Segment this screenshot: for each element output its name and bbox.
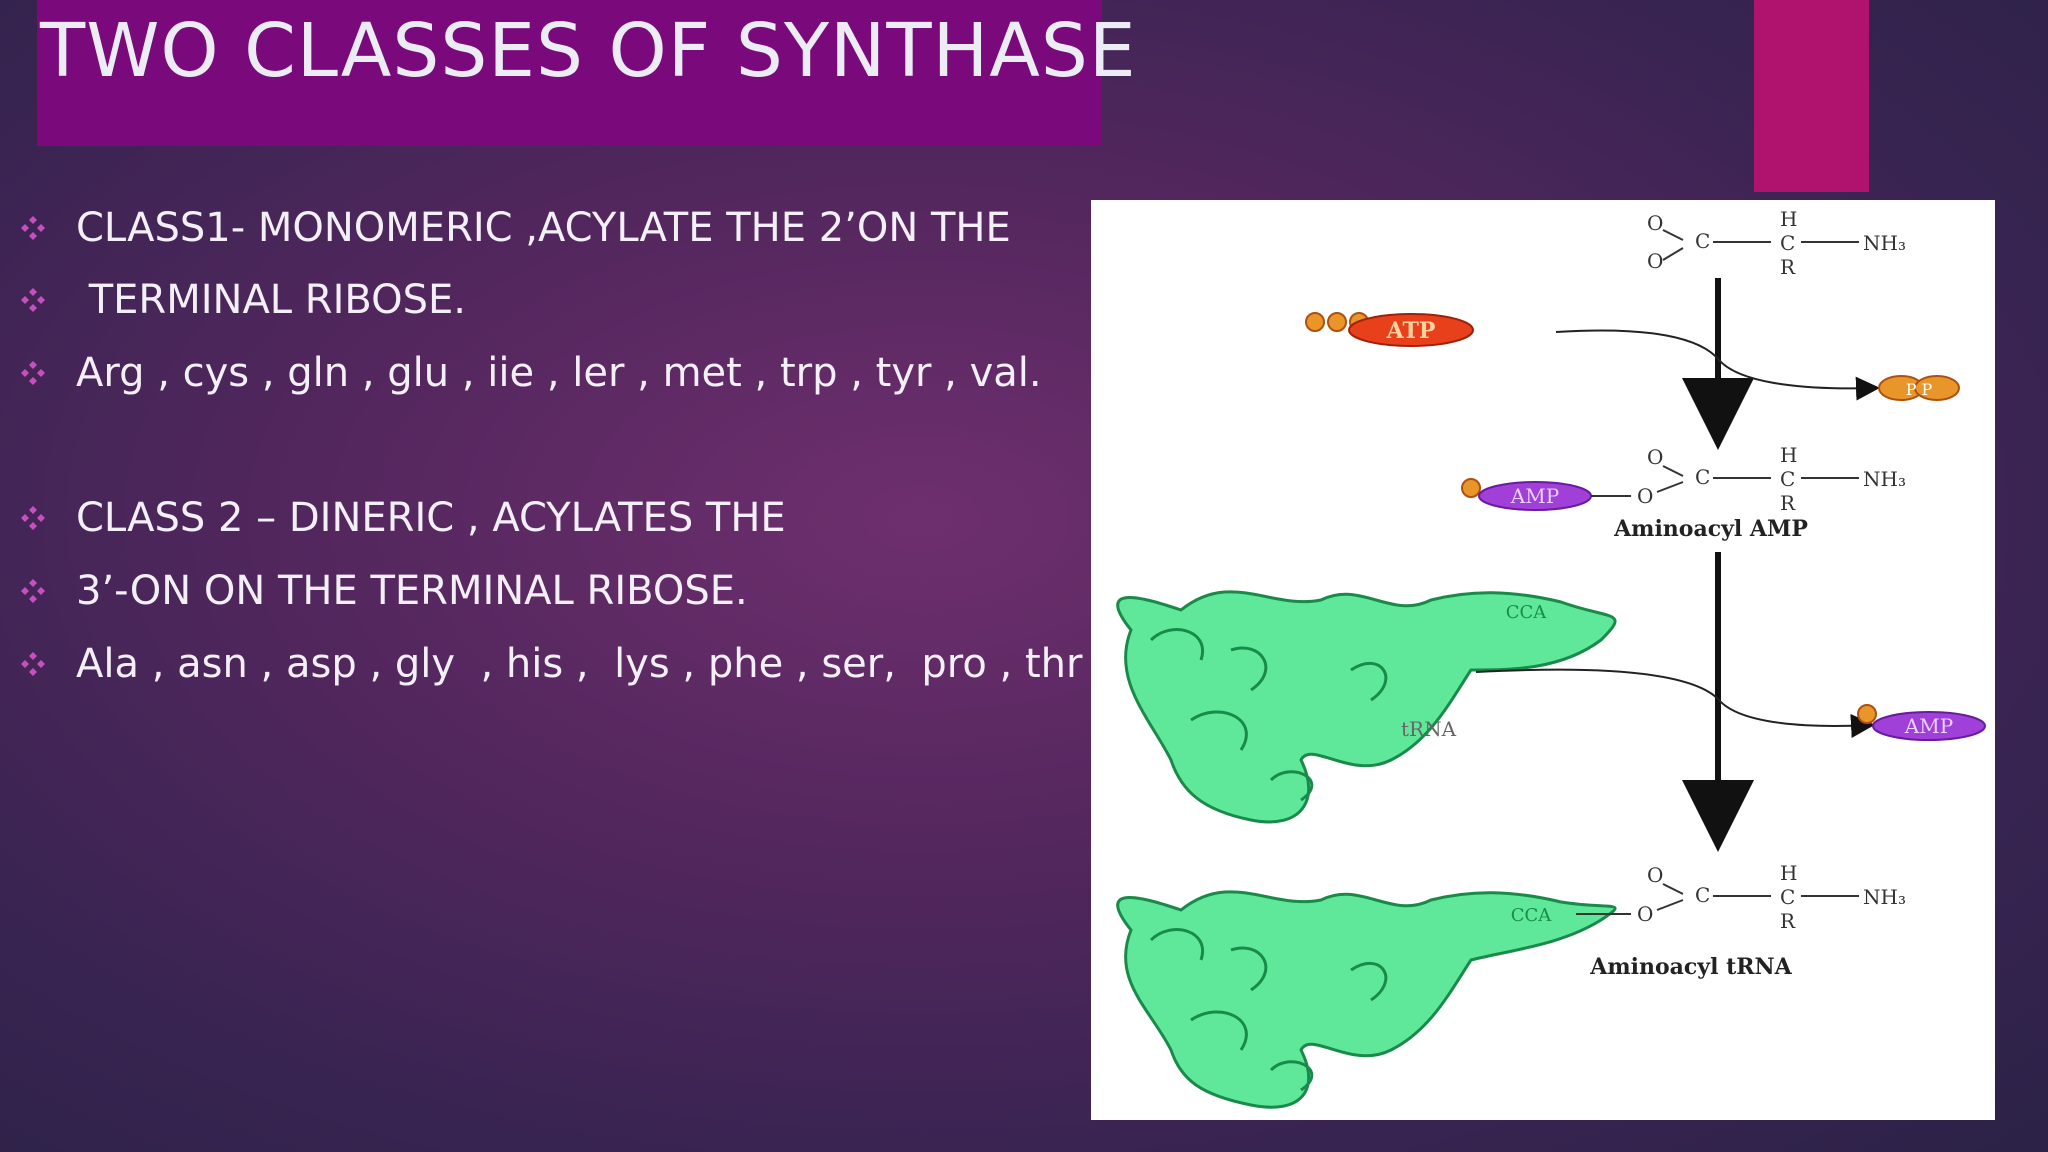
four-diamond-bullet-icon bbox=[18, 213, 48, 243]
pyrophosphate: P P bbox=[1878, 375, 1960, 401]
atp-molecule: ATP bbox=[1305, 312, 1474, 347]
amp-label: AMP bbox=[1510, 484, 1559, 508]
hydrogen-label: H bbox=[1780, 207, 1797, 231]
bullet-text: CLASS 2 – DINERIC , ACYLATES THE bbox=[76, 495, 786, 541]
title-bar bbox=[37, 0, 1102, 146]
bullet-item: 3’-ON ON THE TERMINAL RIBOSE. bbox=[18, 561, 748, 621]
oxygen-label: O bbox=[1647, 445, 1663, 469]
atp-label: ATP bbox=[1386, 318, 1436, 344]
hydrogen-label: H bbox=[1780, 861, 1797, 885]
r-group-label: R bbox=[1780, 909, 1796, 933]
four-diamond-bullet-icon bbox=[18, 358, 48, 388]
oxygen-label: O bbox=[1647, 863, 1663, 887]
cca-label: CCA bbox=[1511, 905, 1553, 926]
bullet-item: Ala , asn , asp , gly , his , lys , phe … bbox=[18, 634, 1108, 694]
trna-label: tRNA bbox=[1401, 717, 1457, 741]
r-group-label: R bbox=[1780, 255, 1796, 279]
amp-release-arrow bbox=[1475, 668, 1875, 738]
amp-released-label: AMP bbox=[1904, 714, 1953, 738]
bullet-text: Arg , cys , gln , glu , iie , ler , met … bbox=[76, 350, 1042, 396]
hydrogen-label: H bbox=[1780, 443, 1797, 467]
aminoacyl-amp: AMP O O C H C R NH₃ Aminoacyl AMP bbox=[1461, 443, 1906, 542]
carbon-label: C bbox=[1780, 885, 1795, 909]
four-diamond-bullet-icon bbox=[18, 285, 48, 315]
amine-label: NH₃ bbox=[1863, 467, 1906, 491]
aminoacyl-trna: CCA bbox=[1116, 890, 1617, 1109]
r-group-label: R bbox=[1780, 491, 1796, 515]
trna-molecule: CCA tRNA bbox=[1116, 590, 1617, 824]
slide-title: TWO CLASSES OF SYNTHASE bbox=[40, 8, 1137, 94]
ppi-label: P P bbox=[1906, 380, 1933, 399]
carbon-label: C bbox=[1780, 231, 1795, 255]
oxygen-label: O bbox=[1647, 211, 1663, 235]
aminoacyl-amp-caption: Aminoacyl AMP bbox=[1613, 516, 1808, 542]
reaction-diagram: O O C H C R NH₃ ATP P P bbox=[1116, 207, 1986, 1109]
aminoacyl-trna-synthesis-figure: O O C H C R NH₃ ATP P P bbox=[1091, 200, 1995, 1120]
carbon-label: C bbox=[1695, 883, 1710, 907]
four-diamond-bullet-icon bbox=[18, 503, 48, 533]
accent-tab bbox=[1754, 0, 1869, 192]
atp-branch-arrow bbox=[1555, 329, 1880, 401]
amino-acid-structure: O O C H C R NH₃ Aminoacyl tRNA bbox=[1576, 861, 1906, 980]
aminoacyl-trna-caption: Aminoacyl tRNA bbox=[1589, 954, 1792, 980]
oxygen-label: O bbox=[1647, 249, 1663, 273]
bullet-item: Arg , cys , gln , glu , iie , ler , met … bbox=[18, 343, 1042, 403]
bullet-text: 3’-ON ON THE TERMINAL RIBOSE. bbox=[76, 568, 748, 614]
bullet-text: TERMINAL RIBOSE. bbox=[76, 277, 466, 323]
carbon-label: C bbox=[1695, 229, 1710, 253]
bullet-item: CLASS1- MONOMERIC ,ACYLATE THE 2’ON THE bbox=[18, 198, 1011, 258]
oxygen-label: O bbox=[1637, 484, 1653, 508]
carbon-label: C bbox=[1695, 465, 1710, 489]
bullet-item: CLASS 2 – DINERIC , ACYLATES THE bbox=[18, 488, 786, 548]
released-amp: AMP bbox=[1857, 704, 1986, 741]
amine-label: NH₃ bbox=[1863, 231, 1906, 255]
amino-acid-structure: O O C H C R NH₃ bbox=[1647, 207, 1906, 279]
bullet-item: TERMINAL RIBOSE. bbox=[18, 270, 466, 330]
four-diamond-bullet-icon bbox=[18, 576, 48, 606]
oxygen-label: O bbox=[1637, 902, 1653, 926]
bullet-text: Ala , asn , asp , gly , his , lys , phe … bbox=[76, 641, 1108, 687]
cca-label: CCA bbox=[1506, 602, 1548, 623]
bullet-text: CLASS1- MONOMERIC ,ACYLATE THE 2’ON THE bbox=[76, 205, 1011, 251]
carbon-label: C bbox=[1780, 467, 1795, 491]
four-diamond-bullet-icon bbox=[18, 649, 48, 679]
amine-label: NH₃ bbox=[1863, 885, 1906, 909]
